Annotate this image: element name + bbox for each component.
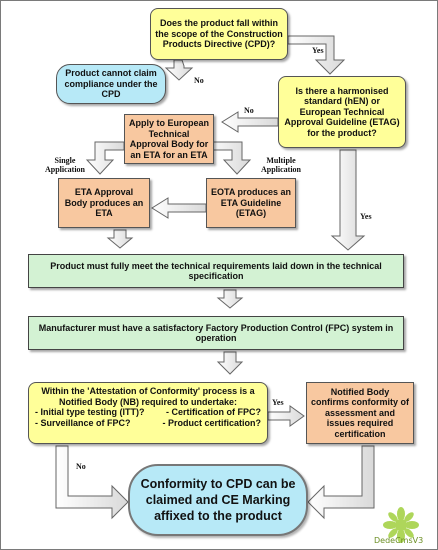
notified-body-confirms: Notified Body confirms conformity of ass… bbox=[306, 382, 414, 444]
arrow-nb-to-confirms bbox=[267, 405, 305, 427]
notified-body-question: Within the 'Attestation of Conformity' p… bbox=[28, 382, 268, 444]
cannot-claim-compliance: Product cannot claim compliance under th… bbox=[56, 64, 166, 104]
eota-produces-guideline: EOTA produces an ETA Guideline (ETAG) bbox=[206, 178, 296, 228]
arrow-harmonised-to-apply bbox=[221, 111, 279, 133]
question-harmonised-standard: Is there a harmonised standard (hEN) or … bbox=[278, 76, 406, 148]
label-yes-nb: Yes bbox=[272, 398, 284, 407]
factory-production-control: Manufacturer must have a satisfactory Fa… bbox=[28, 316, 404, 350]
arrow-harmonised-down bbox=[330, 149, 366, 251]
arrow-fpc-to-nb bbox=[216, 351, 244, 375]
nb-items-row-2: - Surveillance of FPC? - Product certifi… bbox=[35, 418, 261, 429]
watermark-flower-icon bbox=[383, 507, 419, 543]
nb-intro: Within the 'Attestation of Conformity' p… bbox=[41, 386, 255, 407]
nb-item-cert-fpc: - Certification of FPC? bbox=[166, 407, 261, 417]
arrow-confirms-to-final bbox=[307, 445, 375, 520]
label-single-application: Single Application bbox=[44, 156, 85, 174]
arrow-eota-to-eta bbox=[151, 197, 207, 219]
eta-approval-body: ETA Approval Body produces an ETA bbox=[58, 178, 150, 228]
arrow-scope-to-cannot bbox=[164, 59, 194, 81]
arrow-nb-to-final bbox=[55, 445, 129, 520]
nb-item-surveillance: - Surveillance of FPC? bbox=[35, 417, 131, 428]
label-yes-scope: Yes bbox=[312, 46, 324, 55]
arrow-apply-to-eta bbox=[85, 141, 125, 175]
nb-item-product-cert: - Product certification? bbox=[162, 417, 261, 428]
arrow-apply-to-eota bbox=[205, 141, 252, 175]
label-no-harmonised: No bbox=[244, 106, 254, 115]
label-multiple-application: Multiple Application bbox=[260, 156, 301, 174]
arrow-scope-to-harmonised bbox=[287, 35, 346, 75]
watermark-text: DedeCmsV3 bbox=[374, 536, 424, 545]
nb-items-row-1: - Initial type testing (ITT)? - Certific… bbox=[35, 407, 261, 418]
apply-technical-approval-body: Apply to European Technical Approval Bod… bbox=[124, 114, 214, 164]
meet-technical-requirements: Product must fully meet the technical re… bbox=[28, 254, 404, 288]
question-scope-cpd: Does the product fall within the scope o… bbox=[150, 8, 288, 60]
label-no-nb: No bbox=[76, 462, 86, 471]
arrow-meet-to-fpc bbox=[216, 289, 244, 309]
conformity-final: Conformity to CPD can be claimed and CE … bbox=[128, 464, 308, 536]
arrow-eta-to-meet bbox=[106, 229, 134, 249]
label-no-scope: No bbox=[194, 76, 204, 85]
label-yes-harmonised: Yes bbox=[360, 212, 372, 221]
nb-item-itt: - Initial type testing (ITT)? bbox=[35, 407, 145, 417]
